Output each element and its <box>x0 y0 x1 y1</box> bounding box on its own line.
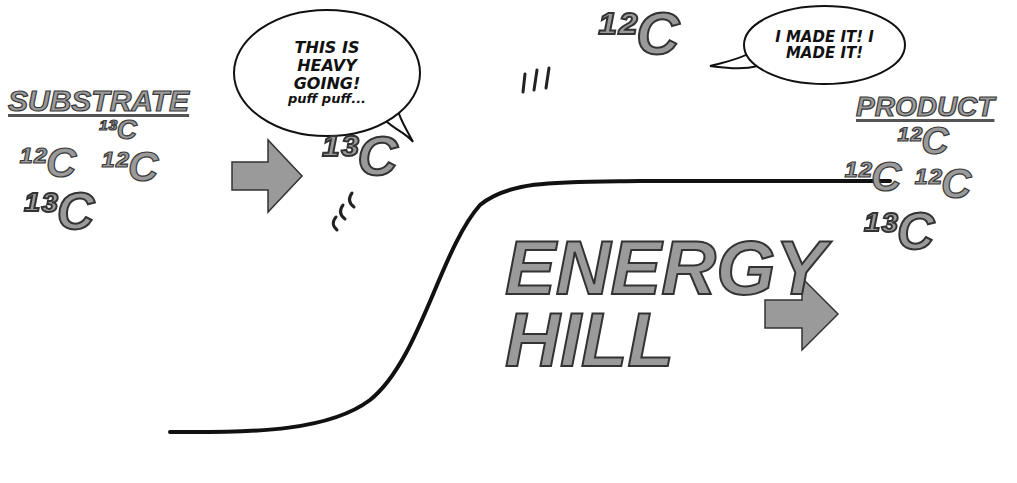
isotope-label: ¹²C <box>100 146 158 188</box>
speech-aside: puff puff... <box>262 92 392 106</box>
isotope-label: ¹²C <box>18 142 76 184</box>
isotope-label: ¹³C <box>22 185 94 237</box>
isotope-label: ¹³C <box>98 116 137 144</box>
isotope-label: ¹³C <box>320 128 398 184</box>
isotope-label: ¹³C <box>862 205 934 257</box>
heading-label: SUBSTRATE <box>8 86 189 116</box>
heading-label: PRODUCT <box>856 93 994 121</box>
isotope-label: ¹²C <box>913 163 971 205</box>
isotope-label: ¹²C <box>843 156 901 198</box>
speech-bubble: I MADE IT! I MADE IT! <box>742 4 907 86</box>
block-arrow <box>765 278 838 350</box>
speech-bubble: THIS IS HEAVY GOING!puff puff... <box>232 8 422 138</box>
speech-text: THIS IS HEAVY GOING! <box>272 39 382 92</box>
block-arrow <box>232 140 302 212</box>
energy-curve <box>170 181 890 432</box>
speech-text: I MADE IT! I MADE IT! <box>770 29 879 62</box>
isotope-label: ¹²C <box>596 4 679 64</box>
isotope-label: ¹²C <box>896 122 949 160</box>
hill-label: ENERGY HILL <box>505 232 755 376</box>
